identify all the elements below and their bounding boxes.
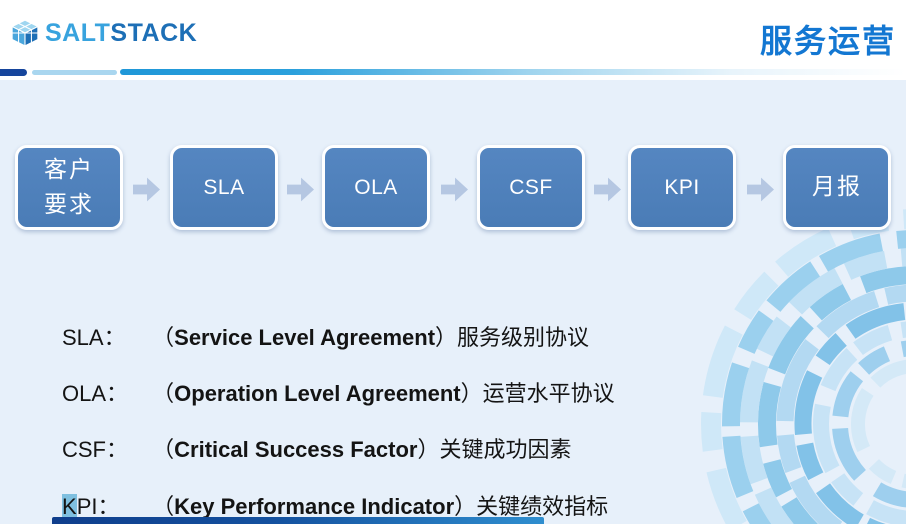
flow-arrow-icon xyxy=(441,177,468,202)
definition-ola: OLA： （Operation Level Agreement）运营水平协议 xyxy=(62,376,615,408)
flow-box-label: OLA xyxy=(354,175,398,199)
saltstack-logo: SALTSTACK xyxy=(10,16,197,50)
logo-text-salt: SALT xyxy=(45,18,111,47)
flow-arrow-icon xyxy=(747,177,774,202)
definition-kpi: KPI： （Key Performance Indicator）关键绩效指标 xyxy=(62,489,608,521)
bottom-accent-bar xyxy=(52,517,544,524)
flow-box-sla: SLA xyxy=(170,145,278,230)
definition-acronym: SLA： xyxy=(62,325,126,351)
flow-box-label: SLA xyxy=(203,175,245,199)
divider-segment-gradient xyxy=(120,69,906,75)
flow-box-label: 客户 xyxy=(44,156,94,183)
flow-box-monthly-report: 月报 xyxy=(783,145,891,230)
flow-box-label: 月报 xyxy=(812,174,862,200)
page-title: 服务运营 xyxy=(759,23,896,59)
divider-segment-dark xyxy=(0,69,27,76)
definition-acronym: KPI： xyxy=(62,494,120,520)
flow-box-label: CSF xyxy=(509,175,553,199)
header: SALTSTACK 服务运营 xyxy=(0,0,906,80)
flow-box-customer-requirements: 客户 要求 xyxy=(15,145,123,230)
divider-segment-light xyxy=(32,70,117,75)
flow-box-kpi: KPI xyxy=(628,145,736,230)
flow-box-label: 要求 xyxy=(44,191,94,218)
logo-text-stack: STACK xyxy=(110,18,198,47)
saltstack-cube-icon xyxy=(10,19,40,47)
flow-arrow-icon xyxy=(133,177,160,202)
flow-box-csf: CSF xyxy=(477,145,585,230)
definition-text: （Service Level Agreement）服务级别协议 xyxy=(152,325,590,351)
definition-text: （Key Performance Indicator）关键绩效指标 xyxy=(152,494,609,520)
definition-csf: CSF： （Critical Success Factor）关键成功因素 xyxy=(62,432,572,464)
definition-text: （Operation Level Agreement）运营水平协议 xyxy=(152,381,615,407)
definition-sla: SLA： （Service Level Agreement）服务级别协议 xyxy=(62,320,589,352)
definition-acronym: OLA： xyxy=(62,381,129,407)
definition-acronym: CSF： xyxy=(62,437,129,463)
flow-arrow-icon xyxy=(287,177,314,202)
flow-box-ola: OLA xyxy=(322,145,430,230)
definition-text: （Critical Success Factor）关键成功因素 xyxy=(152,437,572,463)
flow-arrow-icon xyxy=(594,177,621,202)
kpi-selected-letter: K xyxy=(62,494,77,519)
flow-box-label: KPI xyxy=(664,175,700,199)
